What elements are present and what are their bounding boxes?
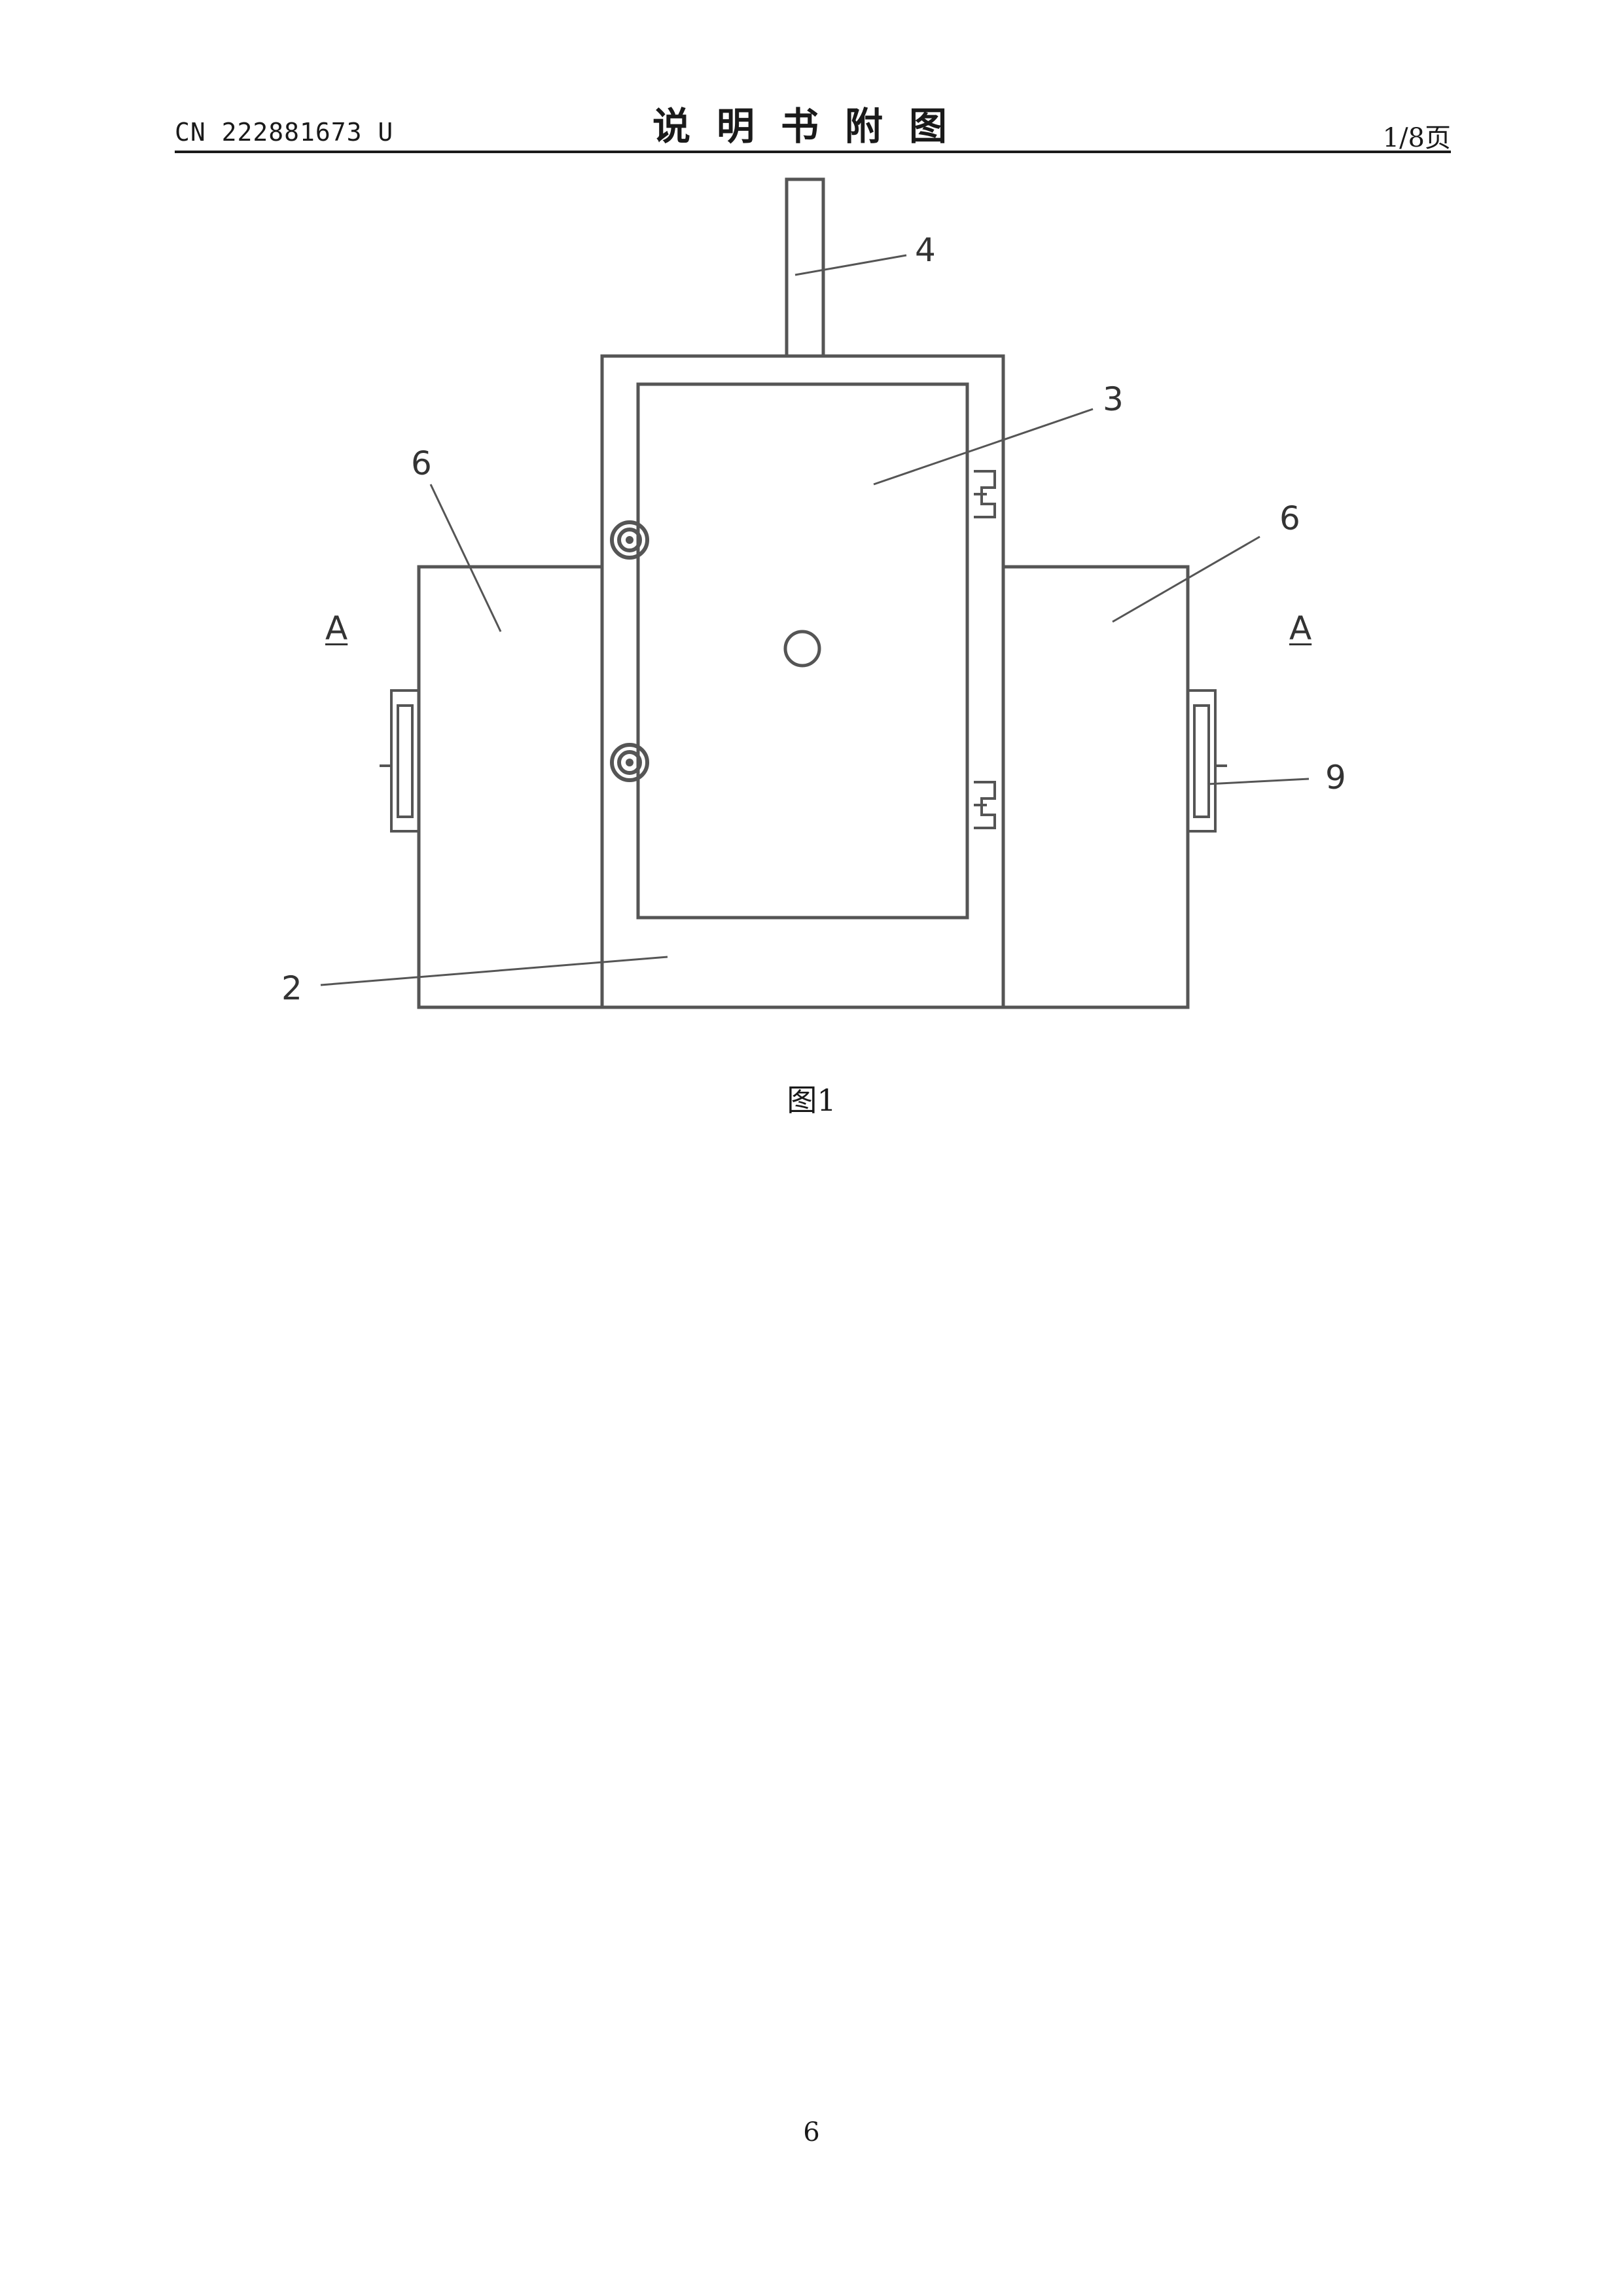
right-side-block [1003,567,1188,1007]
center-hole [785,632,819,666]
rod-part [787,179,823,356]
hinge-top [612,522,647,558]
latch-bottom [974,782,995,828]
figure-drawing [0,0,1623,1178]
figure-1: 4 3 6 6 A A 9 2 图1 [0,0,1623,1178]
leader-lines [321,255,1309,985]
inner-plate [638,384,967,918]
figure-caption: 图1 [0,1077,1623,1120]
label-section-right: A [1289,612,1311,645]
left-side-block [419,567,602,1007]
label-rod: 4 [915,234,936,266]
label-side-left: 6 [411,447,432,480]
central-frame [602,356,1003,1007]
hinge-bottom [612,745,647,780]
label-plate: 3 [1103,383,1124,416]
latch-top [974,471,995,517]
label-handle: 9 [1325,761,1346,794]
page-number: 6 [0,2117,1623,2147]
right-handle [1188,691,1227,831]
label-frame: 2 [281,972,302,1005]
label-section-left: A [325,612,348,645]
left-handle [380,691,419,831]
label-side-right: 6 [1279,502,1300,535]
